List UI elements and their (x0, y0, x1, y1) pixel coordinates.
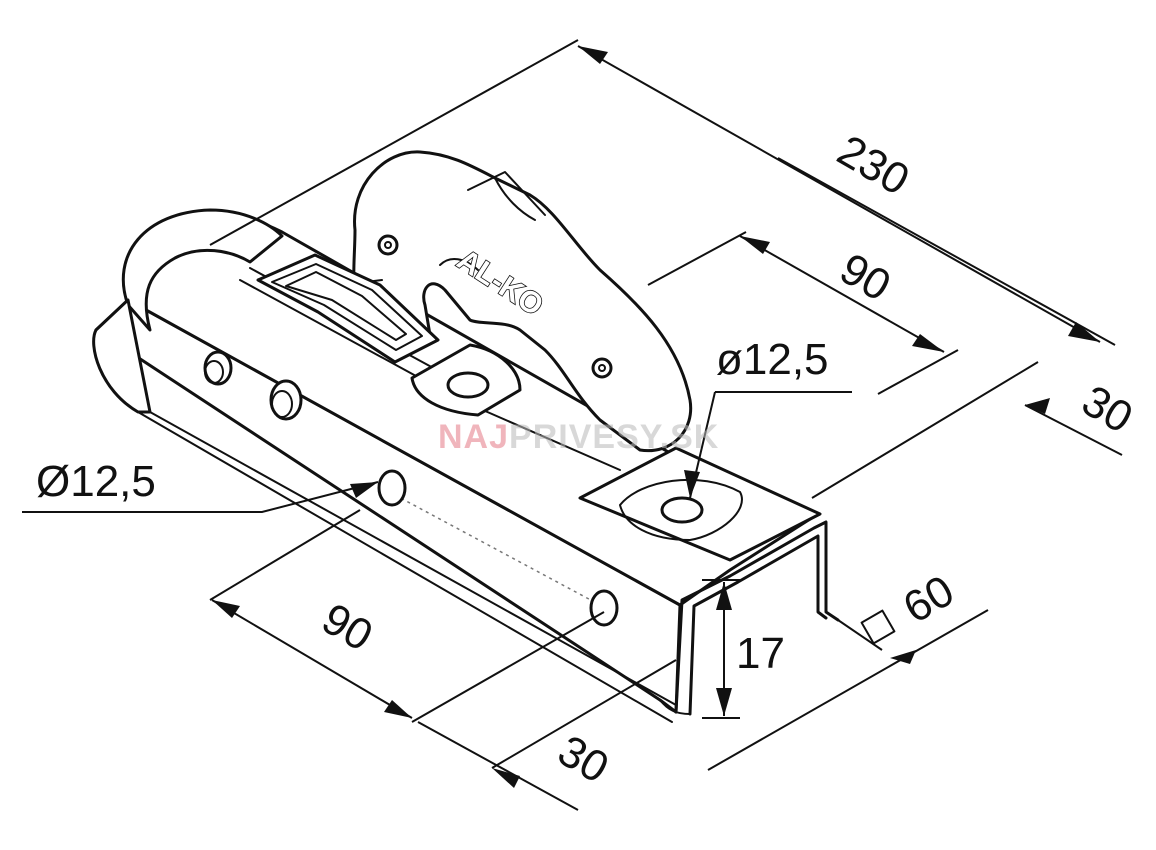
side-hole-rear (589, 589, 619, 627)
rear-top-hole (660, 496, 704, 524)
dim-30-side: 30 (550, 726, 617, 793)
dim-17: 17 (736, 629, 785, 678)
coupling-handle: AL-KO (352, 150, 693, 453)
square-symbol (860, 609, 896, 645)
watermark: NAJPRIVESY.SK (438, 418, 719, 456)
watermark-part2: PRIVESY.SK (509, 418, 719, 456)
watermark-part1: NAJ (438, 418, 509, 456)
dim-90-side: 90 (314, 594, 381, 661)
dimension-arrows (212, 46, 1100, 788)
dim-dia-side: Ø12,5 (36, 457, 156, 506)
dim-60: 60 (895, 566, 962, 633)
side-features (203, 350, 619, 627)
rear-bolt-pad (619, 478, 743, 541)
dim-dia-top: ø12,5 (716, 335, 829, 384)
ball-opening (256, 253, 440, 364)
front-top-hole (446, 371, 490, 399)
dimension-lines (22, 39, 1123, 811)
side-hole-front (377, 469, 407, 507)
front-bolt-pad (410, 343, 522, 417)
dim-90-top: 90 (832, 244, 899, 311)
dim-30-top: 30 (1074, 376, 1141, 443)
